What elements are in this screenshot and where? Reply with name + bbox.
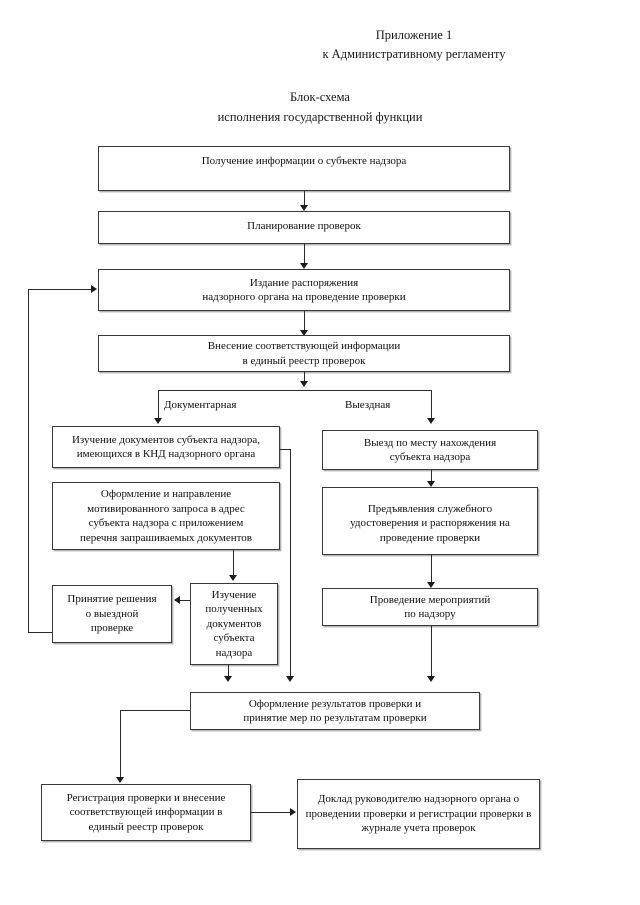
node-vyezd-po-mestu-nahozhdeniya[interactable]: Выезд по месту нахождения субъекта надзо… <box>322 430 538 470</box>
node-izdanie-rasporyazheniya[interactable]: Издание распоряжения надзорного органа н… <box>98 269 510 311</box>
node-label-line-3: журнале учета проверок <box>361 822 476 835</box>
node-label-line-1: Внесение соответствующей информации <box>207 340 401 352</box>
node-label-line-1: Издание распоряжения <box>249 276 359 289</box>
node-label: Планирование проверок <box>247 220 361 232</box>
connector-n1-n2 <box>304 191 305 206</box>
connector-feedback-vertical <box>28 289 29 632</box>
connector-feedback-top <box>28 289 92 290</box>
document-title-line-1: Блок-схема <box>290 90 350 104</box>
appendix-header-line-1: Приложение 1 <box>375 28 453 42</box>
node-label-line-2: субъекта надзора <box>389 451 471 463</box>
node-label-line-2: принятие мер по результатам проверки <box>243 712 427 724</box>
node-provedenie-meropriyatiy[interactable]: Проведение мероприятий по надзору <box>322 588 538 626</box>
node-label-line-2: надзорного органа на проведение проверки <box>202 291 406 303</box>
arrowhead-n1-n2 <box>300 205 308 211</box>
connector-n11-n12 <box>431 626 432 677</box>
node-label-line-1: Изучение <box>211 588 257 601</box>
node-label: Получение информации о субъекте надзора <box>201 155 407 167</box>
node-label-line-1: Изучение документов субъекта надзора, <box>71 433 261 446</box>
branch-label-documentary: Документарная <box>164 399 237 411</box>
connector-n12-down-to-n13 <box>120 710 121 778</box>
connector-n10-n11 <box>431 555 432 583</box>
node-label-line-2: проведении проверки и регистрации провер… <box>305 807 532 820</box>
node-poluchenie-informacii[interactable]: Получение информации о субъекте надзора <box>98 146 510 191</box>
arrowhead-n6-n8 <box>229 575 237 581</box>
arrowhead-n13-n14 <box>290 808 296 816</box>
connector-n5-down-to-n12 <box>290 449 291 677</box>
node-label-line-3: документов <box>206 617 262 630</box>
node-label-line-1: Выезд по месту нахождения <box>363 436 497 449</box>
node-vnesenie-informacii-reestr[interactable]: Внесение соответствующей информации в ед… <box>98 335 510 372</box>
arrowhead-n8-n12 <box>224 676 232 682</box>
node-label-line-2: о выездной <box>85 607 139 620</box>
node-label-line-3: единый реестр проверок <box>88 820 204 833</box>
connector-n9-n10 <box>431 470 432 482</box>
node-label-line-1: Оформление и направление <box>100 488 232 500</box>
arrowhead-feedback-into-n3 <box>91 285 97 293</box>
connector-n13-n14 <box>251 812 291 813</box>
connector-n2-n3 <box>304 244 305 264</box>
node-label-line-1: Проведение мероприятий <box>369 593 491 606</box>
node-label-line-3: проверке <box>90 622 134 635</box>
node-label-line-2: удостоверения и распоряжения на <box>350 517 510 530</box>
node-label-line-2: полученных <box>205 603 263 616</box>
node-izuchenie-poluchennyh-dokumentov[interactable]: Изучение полученных документов субъекта … <box>190 583 278 665</box>
arrowhead-n8-n7 <box>174 596 180 604</box>
node-label-line-3: субъекта надзора с приложением <box>88 517 244 529</box>
arrowhead-n2-n3 <box>300 263 308 269</box>
connector-split-bar <box>158 390 432 391</box>
node-planirovanie-proverok[interactable]: Планирование проверок <box>98 211 510 244</box>
connector-branch-right <box>431 390 432 419</box>
node-label-line-2: имеющихся в КНД надзорного органа <box>76 448 256 460</box>
arrowhead-n9-n10 <box>427 481 435 487</box>
document-title-line-2: исполнения государственной функции <box>217 110 423 124</box>
connector-n8-n7 <box>175 600 190 601</box>
arrowhead-n5-n12 <box>286 676 294 682</box>
node-label-line-1: Предъявления служебного <box>367 502 493 515</box>
connector-n5-right <box>280 449 291 450</box>
node-predyavlenie-udostovereniya[interactable]: Предъявления служебного удостоверения и … <box>322 487 538 555</box>
node-oformlenie-rezultatov-proverki[interactable]: Оформление результатов проверки и принят… <box>190 692 480 730</box>
connector-n8-n12 <box>228 665 229 677</box>
arrowhead-n3-n4 <box>300 330 308 336</box>
arrowhead-n11-n12 <box>427 676 435 682</box>
node-label-line-2: в единый реестр проверок <box>242 354 366 367</box>
node-label-line-3: проведение проверки <box>379 531 481 544</box>
arrowhead-branch-right <box>427 418 435 424</box>
arrowhead-split <box>300 381 308 387</box>
node-label-line-2: по надзору <box>404 608 456 620</box>
connector-feedback-bottom <box>28 632 52 633</box>
node-label-line-4: перечня запрашиваемых документов <box>80 531 252 544</box>
appendix-header-line-2: к Административному регламенту <box>322 47 506 61</box>
arrowhead-n10-n11 <box>427 582 435 588</box>
connector-n4-split <box>304 372 305 382</box>
node-label-line-1: Регистрация проверки и внесение <box>66 791 226 804</box>
connector-n12-left <box>120 710 190 711</box>
connector-n6-n8 <box>233 550 234 576</box>
node-label-line-4: субъекта <box>213 632 255 645</box>
node-doklad-rukovoditelyu[interactable]: Доклад руководителю надзорного органа о … <box>297 779 540 849</box>
node-label-line-2: мотивированного запроса в адрес <box>87 502 245 515</box>
connector-n3-n4 <box>304 311 305 331</box>
arrowhead-branch-left <box>154 418 162 424</box>
connector-branch-left <box>158 390 159 419</box>
branch-label-onsite: Выездная <box>345 399 391 411</box>
node-label-line-1: Оформление результатов проверки и <box>248 697 422 710</box>
node-prinyatie-resheniya-vyezdnoy[interactable]: Принятие решения о выездной проверке <box>52 585 172 643</box>
node-izuchenie-dokumentov-knd[interactable]: Изучение документов субъекта надзора, им… <box>52 426 280 468</box>
node-oformlenie-napravlenie-zaprosa[interactable]: Оформление и направление мотивированного… <box>52 482 280 550</box>
arrowhead-n12-n13 <box>116 777 124 783</box>
node-label-line-1: Принятие решения <box>67 593 157 606</box>
node-label-line-5: надзора <box>215 646 253 659</box>
node-label-line-1: Доклад руководителю надзорного органа о <box>317 793 520 806</box>
node-registraciya-proverki[interactable]: Регистрация проверки и внесение соответс… <box>41 784 251 841</box>
node-label-line-2: соответствующей информации в <box>69 806 223 819</box>
